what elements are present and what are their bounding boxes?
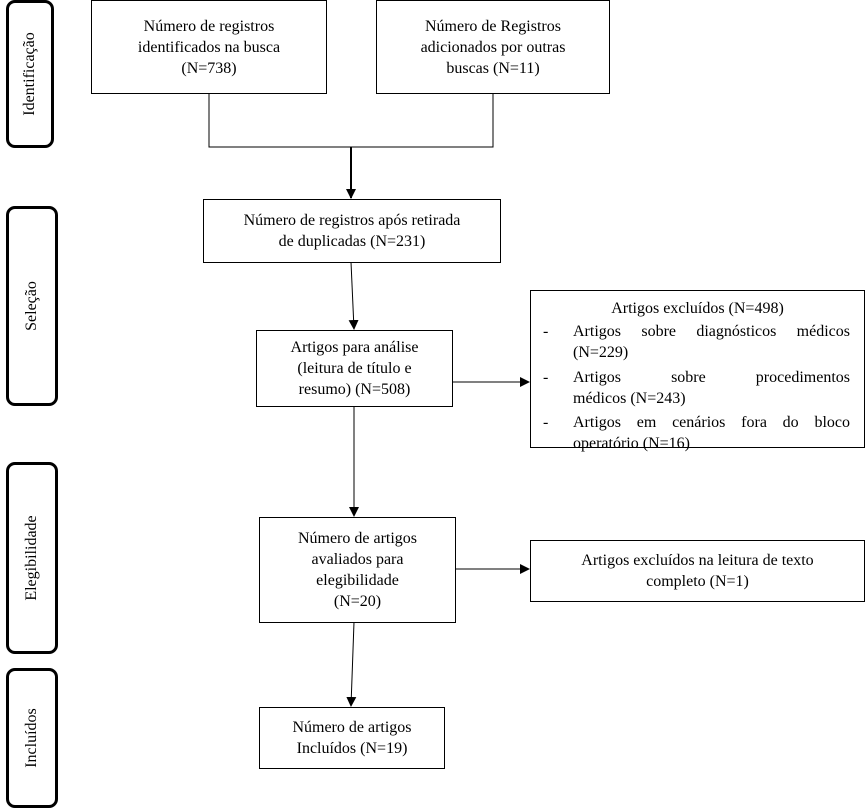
box-text-line: (N=20) bbox=[333, 593, 382, 610]
stage-label: Identificação bbox=[21, 32, 38, 116]
box-text-line: (leitura de título e bbox=[297, 360, 412, 377]
box-text-line: Número de artigos bbox=[292, 719, 412, 736]
articles-included-box: Número de artigos Incluídos (N=19) bbox=[259, 707, 445, 769]
box-text-line: (N=738) bbox=[181, 59, 237, 77]
stage-selecao: Seleção bbox=[6, 206, 58, 406]
records-other-sources-box: Número de Registros adicionados por outr… bbox=[376, 0, 610, 94]
box-text-line: Incluídos (N=19) bbox=[296, 740, 408, 757]
list-item-line: Artigos sobre diagnósticos médicos bbox=[573, 323, 850, 340]
box-text-line: avaliados para bbox=[311, 551, 404, 568]
arrow-to-screening bbox=[348, 261, 359, 330]
arrow-to-included bbox=[346, 621, 357, 707]
list-item-line: médicos (N=243) bbox=[573, 390, 686, 407]
excluded-screening-box: Artigos excluídos (N=498) - Artigos sobr… bbox=[530, 290, 865, 452]
stage-identificacao: Identificação bbox=[6, 0, 54, 148]
list-item-line: Artigos sobre procedimentos bbox=[573, 369, 850, 386]
excluded-fulltext-box: Artigos excluídos na leitura de texto co… bbox=[530, 540, 865, 602]
stage-label: Seleção bbox=[23, 281, 40, 331]
stage-elegibilidade: Elegibilidade bbox=[6, 462, 58, 654]
excluded-screening-title: Artigos excluídos (N=498) bbox=[611, 300, 784, 317]
records-after-duplicates-box: Número de registros após retirada de dup… bbox=[203, 199, 501, 263]
articles-eligibility-box: Número de artigos avaliados para elegibi… bbox=[259, 517, 456, 623]
box-text-line: Número de registros após retirada bbox=[243, 212, 461, 229]
box-text-line: de duplicadas (N=231) bbox=[278, 233, 426, 250]
box-text-line: identificados na busca bbox=[137, 38, 281, 56]
box-text-line: Número de registros bbox=[143, 17, 275, 35]
box-text-line: adicionados por outras bbox=[420, 38, 566, 56]
records-identified-box: Número de registros identificados na bus… bbox=[91, 0, 327, 94]
box-text-line: buscas (N=11) bbox=[446, 59, 540, 77]
articles-screening-box: Artigos para análise (leitura de título … bbox=[256, 330, 453, 407]
merge-line bbox=[208, 93, 494, 148]
list-item: - Artigos sobre procedimentos médicos (N… bbox=[543, 367, 850, 409]
stage-label: Elegibilidade bbox=[23, 515, 40, 601]
box-text-line: Número de artigos bbox=[297, 530, 418, 547]
stage-label: Incluídos bbox=[23, 708, 40, 768]
stage-incluidos: Incluídos bbox=[6, 668, 58, 808]
bullet-dash: - bbox=[543, 414, 549, 431]
box-text-line: resumo) (N=508) bbox=[298, 381, 411, 398]
list-item: - Artigos sobre diagnósticos médicos (N=… bbox=[543, 321, 850, 363]
list-item-line: Artigos em cenários fora do bloco bbox=[573, 414, 850, 431]
box-text-line: Artigos excluídos na leitura de texto bbox=[581, 552, 814, 569]
box-text-line: Número de Registros bbox=[425, 17, 561, 35]
box-text-line: Artigos para análise bbox=[290, 339, 419, 356]
list-item: - Artigos em cenários fora do bloco oper… bbox=[543, 412, 850, 454]
box-text-line: elegibilidade bbox=[316, 572, 399, 589]
list-item-line: (N=229) bbox=[573, 344, 629, 361]
bullet-dash: - bbox=[543, 369, 549, 386]
box-text-line: completo (N=1) bbox=[646, 573, 749, 590]
list-item-line: operatório (N=16) bbox=[573, 435, 690, 452]
bullet-dash: - bbox=[543, 323, 549, 340]
